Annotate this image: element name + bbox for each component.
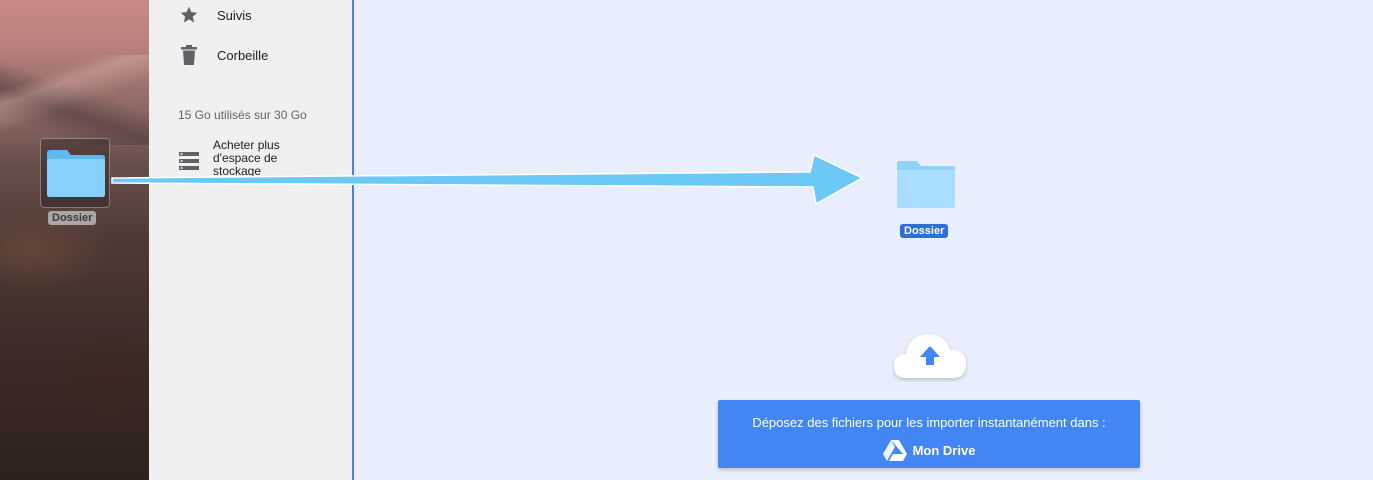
desktop-folder-label: Dossier xyxy=(48,211,97,225)
wallpaper-ridge xyxy=(0,55,149,145)
star-icon xyxy=(178,4,200,26)
dragged-folder-label: Dossier xyxy=(900,224,949,238)
storage-usage-text: 15 Go utilisés sur 30 Go xyxy=(178,108,307,122)
folder-icon xyxy=(897,161,955,208)
google-drive-icon xyxy=(882,440,907,461)
sidebar: Suivis Corbeille 15 Go utilisés sur 30 G… xyxy=(149,0,352,480)
desktop-folder[interactable] xyxy=(40,138,110,208)
storage-icon xyxy=(179,152,199,175)
drop-banner: Déposez des fichiers pour les importer i… xyxy=(718,400,1140,468)
sidebar-item-label: Corbeille xyxy=(217,47,269,63)
dragged-folder xyxy=(895,158,957,210)
drop-target: Mon Drive xyxy=(718,440,1140,461)
buy-storage-link[interactable]: Acheter plus d'espace de stockage xyxy=(149,138,352,178)
drop-banner-message: Déposez des fichiers pour les importer i… xyxy=(752,415,1106,430)
trash-icon xyxy=(178,44,200,66)
desktop-wallpaper: Dossier xyxy=(0,0,149,480)
cloud-upload-icon xyxy=(892,330,968,382)
buy-storage-label: Acheter plus d'espace de stockage xyxy=(213,138,280,178)
drop-zone[interactable]: Dossier Déposez des fichiers pour les im… xyxy=(352,0,1373,480)
drop-target-name: Mon Drive xyxy=(912,443,976,458)
sidebar-item-label: Suivis xyxy=(217,7,252,23)
folder-icon xyxy=(47,150,105,197)
